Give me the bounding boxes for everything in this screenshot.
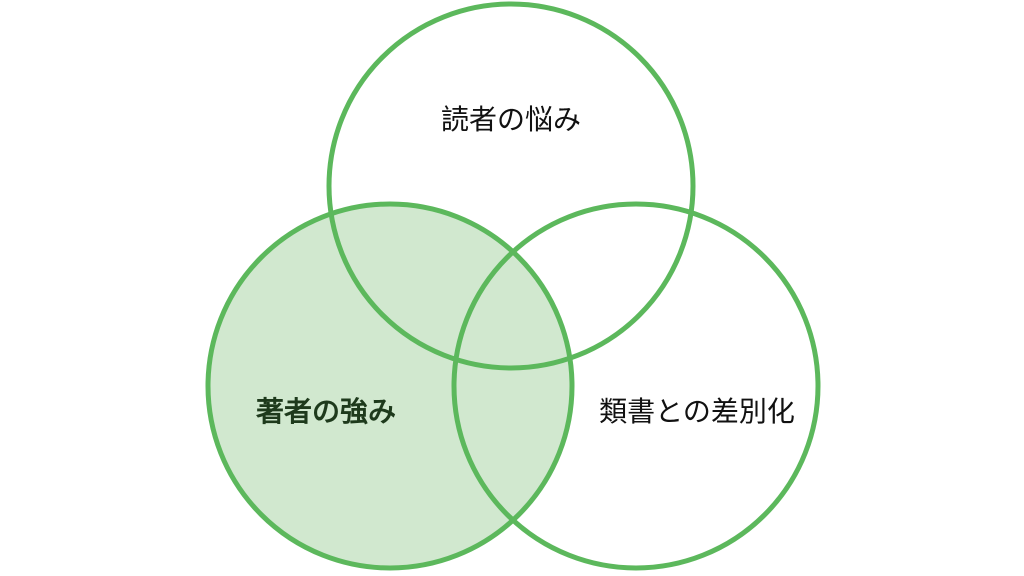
label-differentiation: 類書との差別化 <box>599 395 795 428</box>
circle-top-readers-concerns <box>326 1 696 371</box>
circle-right-differentiation <box>451 201 821 571</box>
label-author-strengths: 著者の強み <box>255 395 397 428</box>
circle-left-author-strengths <box>205 201 575 571</box>
label-readers-concerns: 読者の悩み <box>440 103 582 136</box>
